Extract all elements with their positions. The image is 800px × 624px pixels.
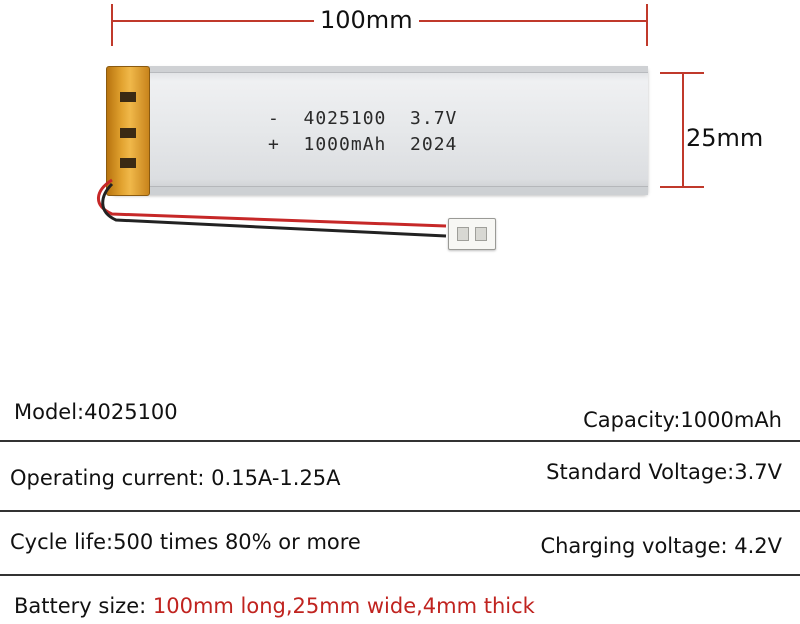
spec-operating-current: Operating current: 0.15A-1.25A: [10, 466, 341, 490]
spec-divider-1: [0, 440, 800, 442]
spec-battery-size-value: 100mm long,25mm wide,4mm thick: [152, 594, 535, 618]
battery-lead-wires: [97, 178, 447, 238]
battery-label-line-2: + 1000mAh 2024: [268, 134, 458, 155]
spec-battery-size: Battery size: 100mm long,25mm wide,4mm t…: [14, 596, 535, 617]
connector-pin-2: [475, 227, 487, 241]
spec-divider-3: [0, 574, 800, 576]
length-dimension-left-tick: [111, 4, 113, 46]
length-dimension-label: 100mm: [314, 8, 419, 32]
battery-label-line-1: - 4025100 3.7V: [268, 108, 458, 129]
length-dimension-right-tick: [646, 4, 648, 46]
width-dimension-label: 25mm: [684, 124, 766, 152]
pcm-pad-2: [120, 128, 136, 138]
connector-pin-1: [457, 227, 469, 241]
spec-cycle-life: Cycle life:500 times 80% or more: [10, 530, 361, 554]
pcm-pad-1: [120, 92, 136, 102]
battery-top-seal: [148, 66, 648, 73]
width-dimension-line: [682, 72, 684, 188]
battery-bottom-seal: [148, 186, 648, 195]
spec-model: Model:4025100: [14, 400, 178, 424]
pcm-pad-3: [120, 158, 136, 168]
spec-battery-size-label: Battery size:: [14, 594, 153, 618]
jst-connector: [448, 218, 496, 250]
spec-capacity: Capacity:1000mAh: [583, 408, 782, 432]
battery-cell: [112, 66, 648, 194]
spec-standard-voltage: Standard Voltage:3.7V: [546, 460, 782, 484]
spec-charging-voltage: Charging voltage: 4.2V: [540, 534, 782, 558]
spec-divider-2: [0, 510, 800, 512]
